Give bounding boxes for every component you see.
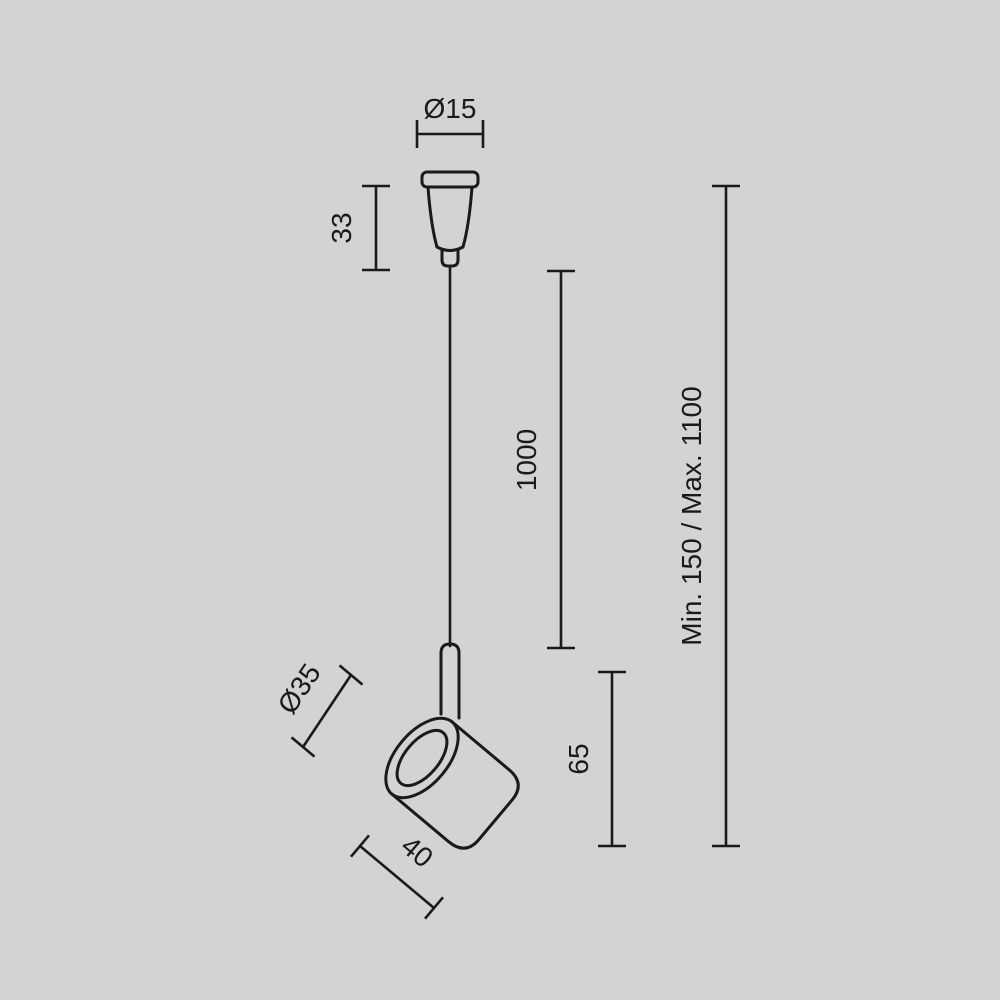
dim-tick xyxy=(424,896,444,920)
canopy-flange xyxy=(420,170,480,189)
dim-tick xyxy=(338,664,364,686)
dim-line-head-depth xyxy=(359,845,435,909)
lamp-head xyxy=(384,716,520,850)
canopy-bottom xyxy=(435,245,465,252)
dim-tick xyxy=(350,834,370,858)
dim-label-canopy-height: 33 xyxy=(326,212,357,243)
dim-label-cable-length: 1000 xyxy=(511,429,542,491)
lamp-lens xyxy=(395,728,449,788)
dimension-annotations: Ø15 33 1000 Min. 150 / Max. 1100 xyxy=(271,93,740,920)
dim-line-head-diameter xyxy=(301,674,353,748)
ceiling-canopy xyxy=(420,170,480,268)
lamp-artwork xyxy=(384,170,520,850)
dim-label-head-height: 65 xyxy=(563,743,594,774)
dimension-canopy-height xyxy=(362,184,390,272)
canopy-side-right xyxy=(461,185,474,249)
dim-tick xyxy=(290,736,316,758)
dim-label-suspension-range: Min. 150 / Max. 1100 xyxy=(676,386,707,645)
dimension-head-height xyxy=(598,670,626,848)
canopy-side-left xyxy=(426,185,439,249)
canopy-nipple xyxy=(440,248,460,268)
lamp-stem xyxy=(439,642,461,720)
dim-label-canopy-diameter: Ø15 xyxy=(424,93,477,124)
dimension-suspension-range xyxy=(712,184,740,848)
dim-label-head-depth: 40 xyxy=(395,830,439,874)
dim-label-head-diameter: Ø35 xyxy=(271,658,326,719)
dimension-cable-length xyxy=(547,269,575,650)
dimension-head-depth xyxy=(350,834,444,920)
lamp-face-outer-rim xyxy=(384,716,460,800)
lamp-body xyxy=(390,720,520,850)
dimension-head-diameter xyxy=(290,664,364,758)
dimension-canopy-diameter xyxy=(415,120,485,148)
